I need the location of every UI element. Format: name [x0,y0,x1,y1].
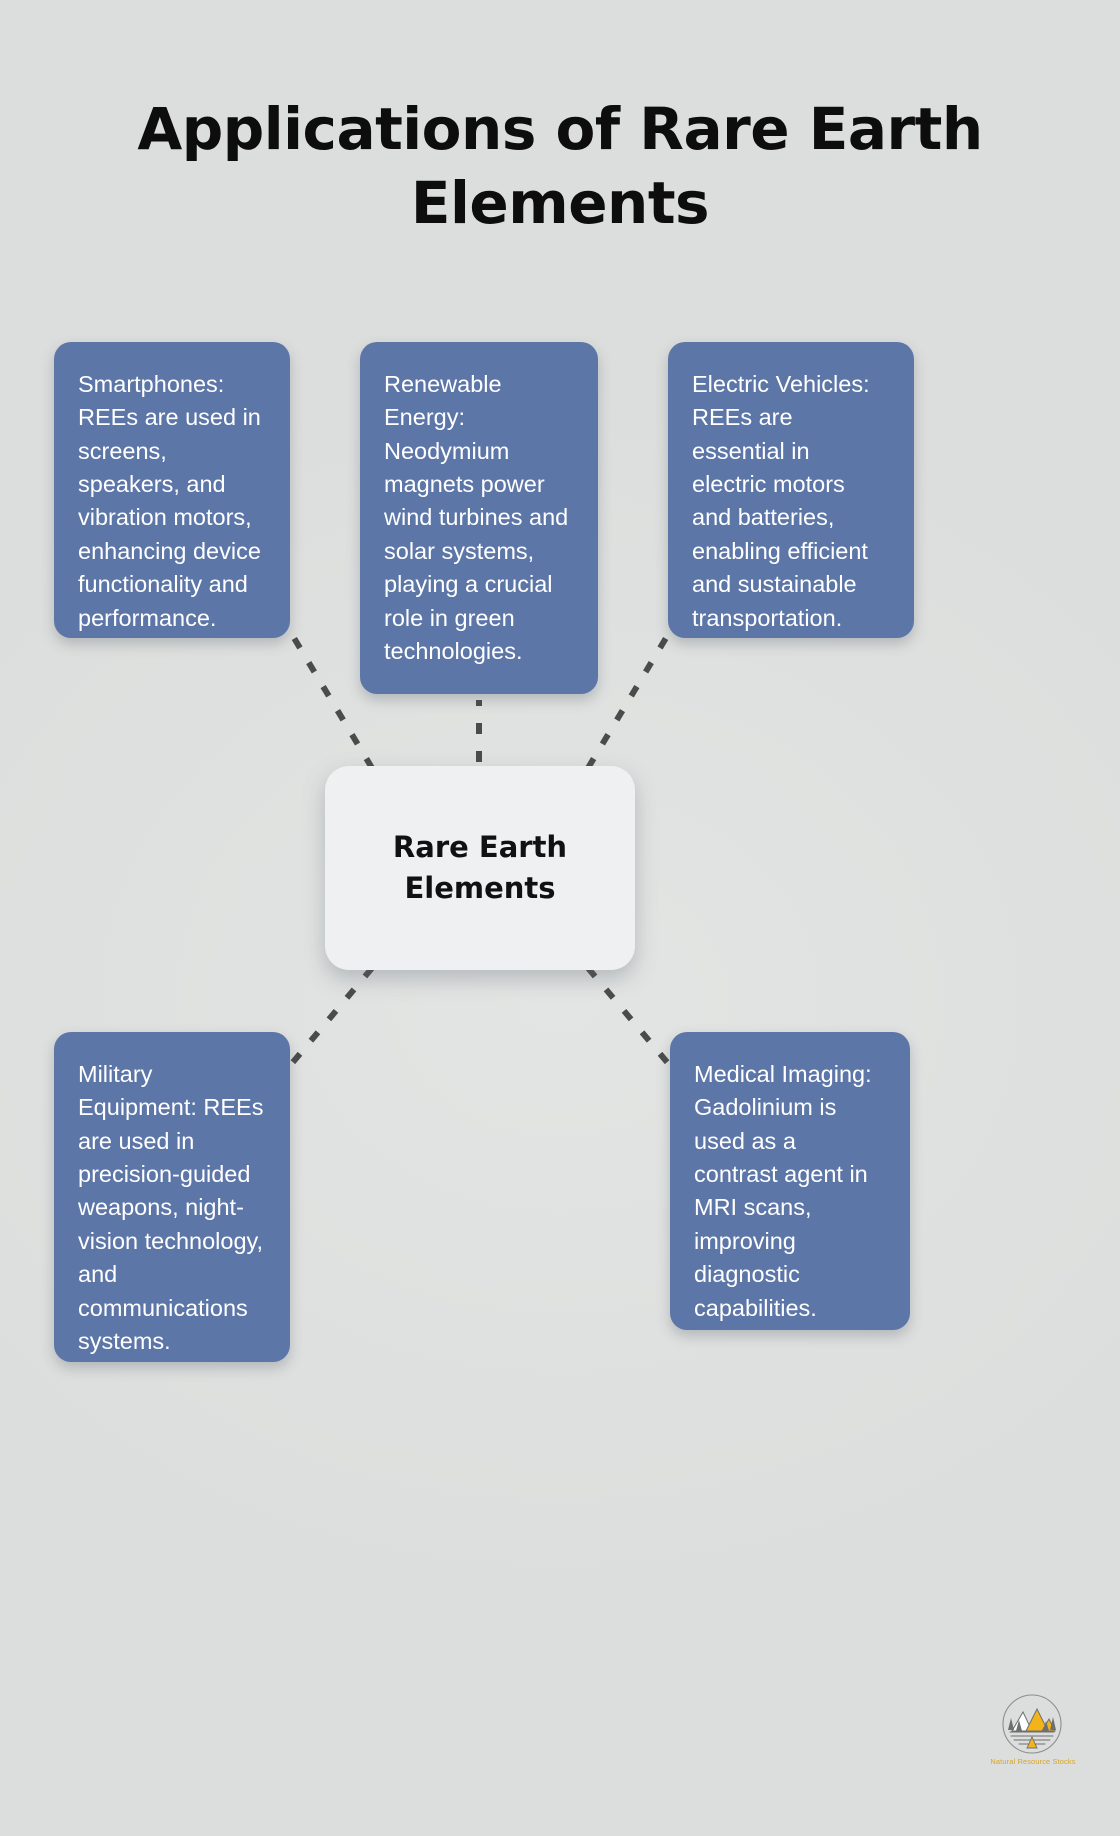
node-center-rare-earth-elements[interactable]: Rare Earth Elements [325,766,635,970]
center-label-line2: Elements [404,871,556,905]
node-military-equipment[interactable]: Military Equipment: REEs are used in pre… [54,1032,290,1362]
node-smartphones[interactable]: Smartphones: REEs are used in screens, s… [54,342,290,638]
node-renewable-energy[interactable]: Renewable Energy: Neodymium magnets powe… [360,342,598,694]
connector-center-to-military [285,966,375,1070]
mountain-forest-circle-logo-icon [998,1690,1066,1772]
node-medical-imaging[interactable]: Medical Imaging: Gadolinium is used as a… [670,1032,910,1330]
center-label: Rare Earth Elements [393,827,567,908]
node-electric-vehicles[interactable]: Electric Vehicles: REEs are essential in… [668,342,914,638]
center-label-line1: Rare Earth [392,830,568,865]
connector-center-to-medical [585,966,675,1070]
connector-center-to-ev [585,626,675,770]
logo-caption: Natural Resource Stocks [990,1757,1076,1766]
page-title: Applications of Rare Earth Elements [137,95,983,238]
